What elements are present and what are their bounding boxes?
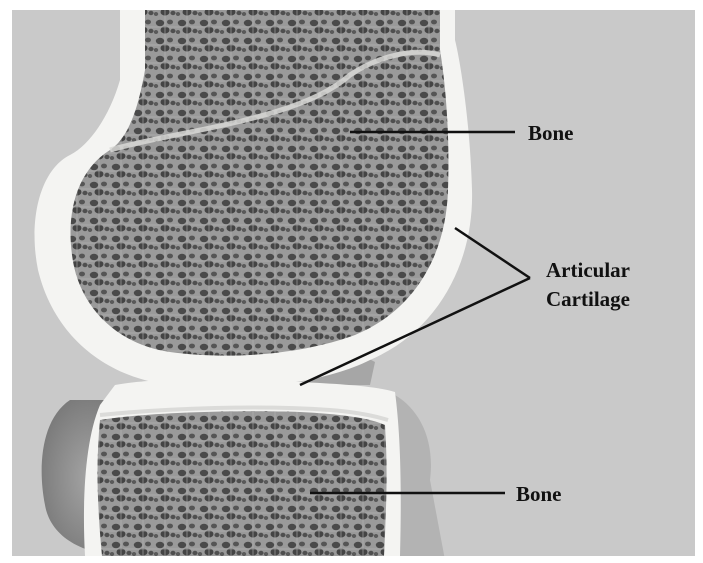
lower-bone-spongy	[98, 411, 387, 556]
label-articular: Articular	[546, 258, 630, 282]
label-bone-top: Bone	[528, 121, 574, 145]
label-cartilage: Cartilage	[546, 287, 630, 311]
label-bone-bottom: Bone	[516, 482, 562, 506]
